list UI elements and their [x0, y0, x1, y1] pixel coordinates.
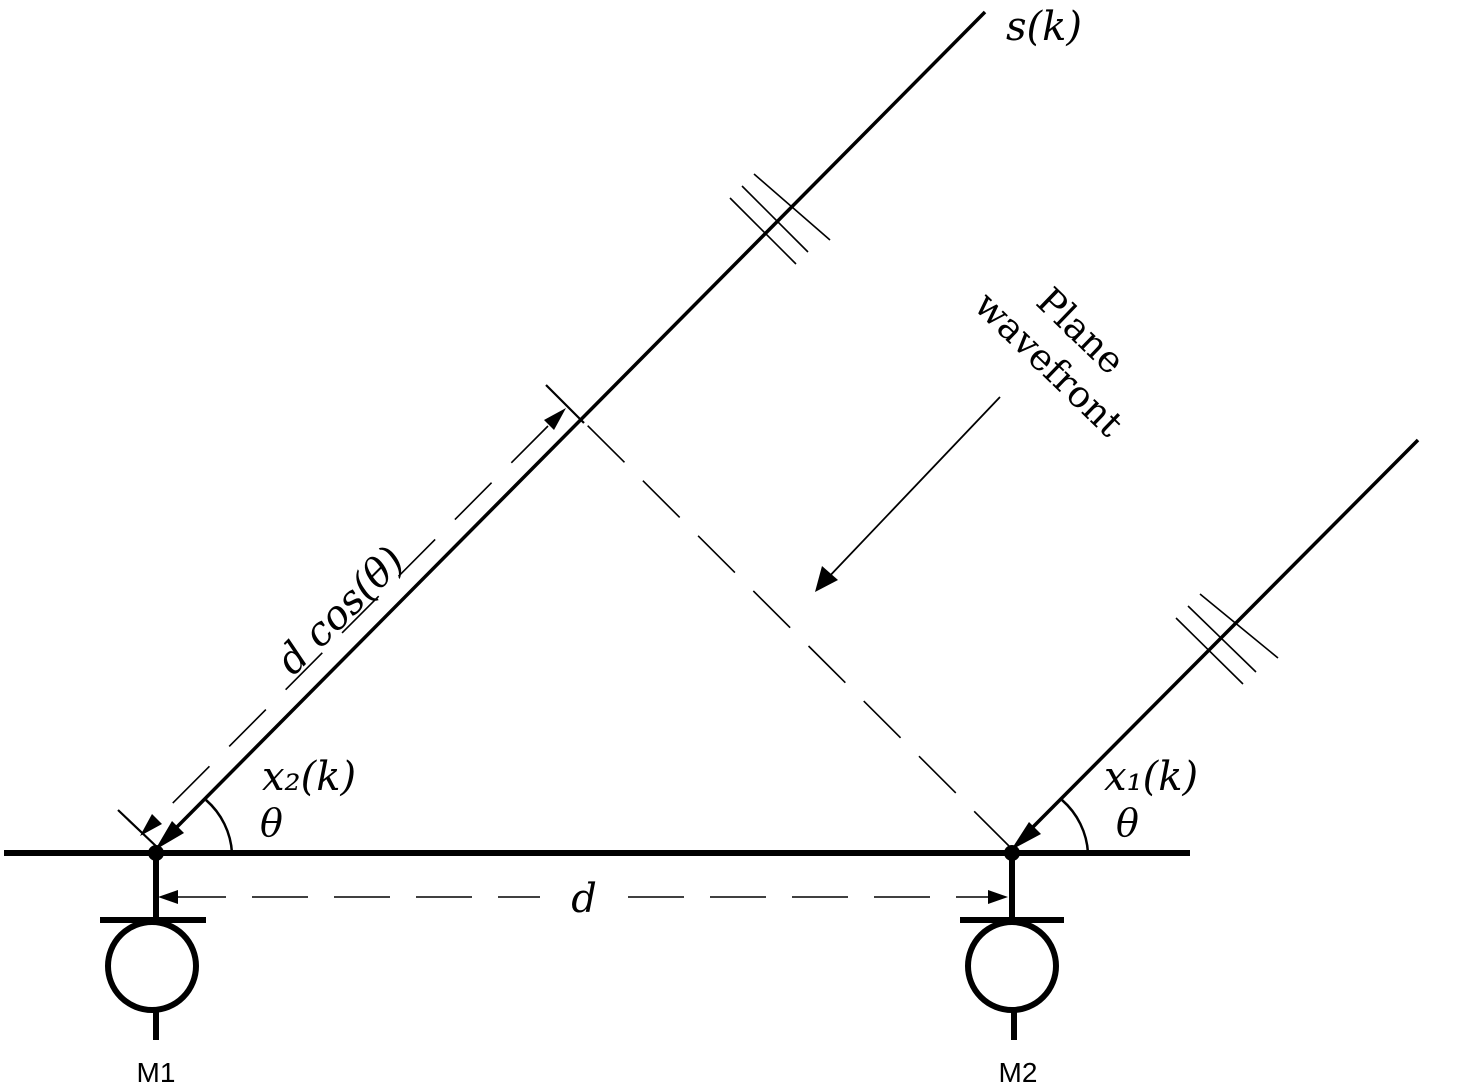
mic2-label: M2: [999, 1057, 1038, 1084]
ray-to-m2: [1028, 438, 1420, 832]
wavefront-label: Plane wavefront: [966, 279, 1133, 445]
path-difference-dimension: [149, 425, 549, 827]
ray-m1-break-marks: [729, 173, 831, 265]
angle-arc-m2: [1061, 799, 1090, 854]
signal-label: s(k): [1006, 4, 1082, 50]
angle-arc-m1: [205, 799, 234, 854]
wavefront-dashed-line: [579, 417, 1012, 849]
dimension-arrowhead-bottom: [140, 814, 162, 836]
spacing-label: d: [571, 876, 597, 922]
microphone-m2-symbol: [960, 853, 1064, 1040]
dimension-arrowhead-top: [544, 408, 566, 430]
ray-to-m1: [168, 10, 987, 836]
spacing-arrowhead-right: [988, 890, 1008, 904]
x1-label: x₁(k): [1104, 754, 1198, 800]
angle-label-m2: θ: [1116, 801, 1139, 845]
ray-m2-arrowhead: [1011, 822, 1041, 850]
angle-label-m1: θ: [260, 801, 283, 845]
wavefront-direction-arrow: [823, 396, 1001, 583]
ray-m1-arrowhead: [155, 821, 184, 850]
dimension-tick-top: [545, 384, 585, 424]
spacing-arrowhead-left: [158, 890, 178, 904]
microphone-m1-symbol: [100, 853, 206, 1040]
x2-label: x₂(k): [262, 754, 356, 800]
mic1-label: M1: [137, 1057, 176, 1084]
dimension-tick-bottom: [117, 809, 159, 849]
ray-m2-break-marks: [1175, 593, 1279, 685]
wavefront-arrowhead: [815, 566, 838, 592]
